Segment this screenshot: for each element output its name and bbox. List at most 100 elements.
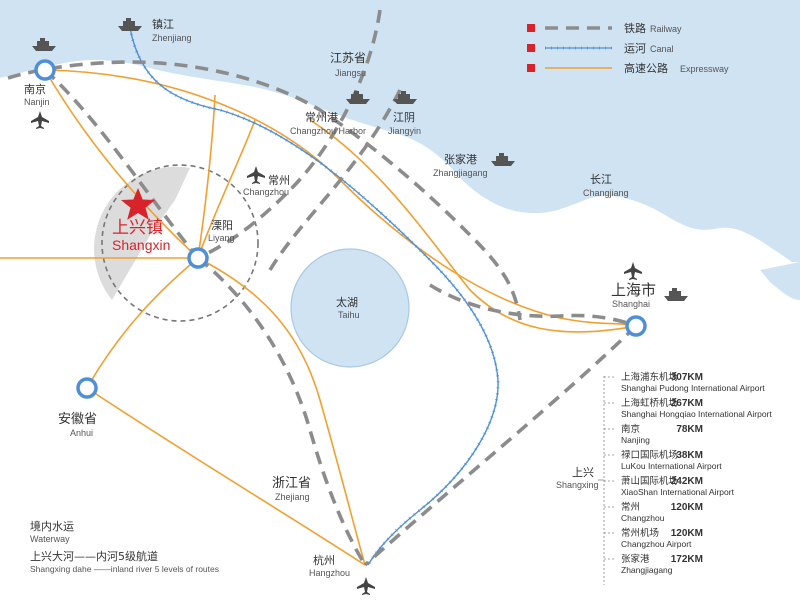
airplane-icon [247,166,265,184]
distance-item-zh: 萧山国际机场 [621,475,678,487]
shangxin-radius-circle [101,164,259,322]
distance-item-km: 242KM [671,476,703,487]
expressway-nanjing-shanghai [44,69,637,327]
label-zhangjiagang-zh: 张家港 [444,152,477,166]
expressway-liyang-north [197,119,256,259]
legend-railway-en: Railway [650,24,682,34]
label-jiangsu-zh: 江苏省 [330,51,366,65]
label-shanghai-en: Shanghai [612,299,650,309]
distance-item-km: 120KM [671,528,703,539]
ship-icons [32,18,688,301]
distance-item-en: LuKou International Airport [621,461,722,471]
railways [7,9,638,567]
waterway-line-zh: 上兴大河——内河5级航道 [30,549,158,563]
label-zhejiang-en: Zhejiang [275,492,310,502]
canal-line [129,27,499,566]
airplane-icon [357,577,375,595]
legend-canal-swatch [527,44,535,52]
label-changzhou-zh: 常州 [268,174,290,187]
legend-railway-zh: 铁路 [624,22,646,35]
ship-icon [491,153,515,166]
distance-origin-en: Shangxing [556,480,599,490]
expressway-liyang-hangzhou [197,257,366,566]
distance-item-zh: 上海浦东机场 [621,371,678,383]
railway-shanghai-hangzhou [363,324,638,567]
distance-item-zh: 常州 [621,501,640,513]
distance-item-zh: 上海虹桥机场 [621,397,678,409]
distance-item-zh: 禄口国际机场 [621,449,678,461]
railway-liyang-hangzhou [196,256,367,566]
node-liyang [187,247,209,269]
label-hangzhou-zh: 杭州 [313,553,335,567]
label-changzhou-harbor-zh: 常州港 [305,111,338,124]
railway-nanjing-zhenjiang [7,60,522,321]
label-anhui-en: Anhui [70,428,93,438]
label-changjiang-en: Changjiang [583,188,629,198]
label-changjiang-zh: 长江 [590,173,612,186]
distance-item-zh: 南京 [621,423,640,435]
label-liyang-zh: 溧阳 [211,218,233,232]
railway-zhangjiagang-shanghai [429,283,637,328]
shangxin-zone [94,164,259,322]
waterway-note: 境内水运 Waterway 上兴大河——内河5级航道 Shangxing dah… [30,519,219,574]
distance-item-km: 38KM [676,450,703,461]
distance-item-km: 172KM [671,554,703,565]
legend-expressway-zh: 高速公路 [624,61,668,75]
legend-canal-zh: 运河 [624,42,646,55]
expressways [0,69,637,566]
railway-nanjing-liyang [43,68,200,260]
distance-origin-zh: 上兴 [572,466,594,479]
node-shanghai [625,315,647,337]
label-shangxin-zh: 上兴镇 [112,218,163,238]
ship-icon [664,288,688,301]
railway-jiangyin-south [268,89,402,271]
distance-item-en: Shanghai Pudong International Airport [621,383,765,393]
distance-item-en: Nanjing [621,435,650,445]
taihu-lake [290,248,410,368]
label-zhenjiang-zh: 镇江 [152,17,174,31]
distance-item-en: Shanghai Hongqiao International Airport [621,409,772,419]
distance-item-km: 120KM [671,502,703,513]
distance-item-km: 307KM [671,372,703,383]
legend: 铁路 Railway 运河 Canal 高速公路 Expressway [527,22,729,75]
yangtze-river [0,0,800,262]
ship-icon [32,38,56,51]
distance-item-km: 78KM [676,424,703,435]
distance-item-en: Zhangjiagang [621,565,673,575]
expressway-shanghai-loop [309,119,637,333]
canal [128,27,500,566]
label-taihu-zh: 太湖 [336,296,358,309]
node-nanjing [34,59,56,81]
label-taihu-en: Taihu [338,310,360,320]
distance-item-en: Changzhou Airport [621,539,692,549]
distance-item-zh: 张家港 [621,553,650,565]
distance-item-zh: 常州机场 [621,527,659,539]
label-nanjing-zh: 南京 [24,82,46,96]
label-zhenjiang-en: Zhenjiang [152,33,192,43]
sea-right [760,262,800,300]
ship-icon [346,91,370,104]
label-jiangsu-en: Jiangsu [335,68,366,78]
legend-expressway-en: Expressway [680,64,729,74]
legend-canal-en: Canal [650,44,674,54]
legend-railway-swatch [527,24,535,32]
label-liyang-en: Liyang [208,233,235,243]
shangxin-wedge-2 [152,168,190,232]
expressway-nanjing-liyang [44,69,199,259]
distance-item-km: 267KM [671,398,703,409]
label-jiangyin-zh: 江阴 [393,111,415,124]
node-anhui [76,377,98,399]
distance-item-en: Changzhou [621,513,665,523]
label-changzhou-harbor-en: Changzhou Harbor [290,126,366,136]
expressway-anhui-hangzhou [86,387,366,566]
label-jiangyin-en: Jiangyin [388,126,421,136]
distance-item-en: XiaoShan International Airport [621,487,735,497]
airplane-icon [624,262,642,280]
expressway-changzhou-liyang [197,94,216,259]
legend-expressway-swatch [527,64,535,72]
city-nodes [34,59,647,399]
ship-icon [118,18,142,31]
